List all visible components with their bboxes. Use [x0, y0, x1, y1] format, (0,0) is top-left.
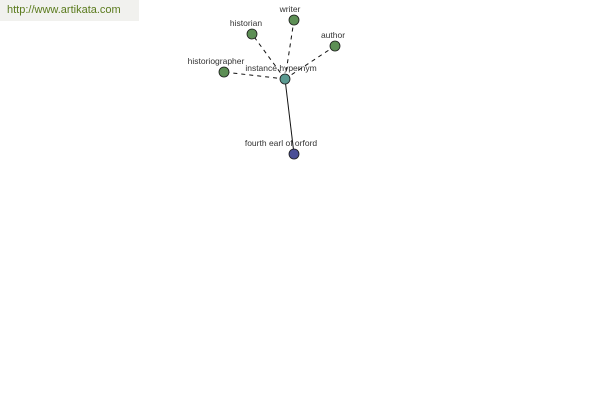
node-historian-label: historian: [230, 18, 262, 28]
node-root-dot[interactable]: [288, 148, 300, 160]
node-author-dot[interactable]: [329, 40, 341, 52]
node-hub-dot[interactable]: [279, 73, 291, 85]
url-banner: http://www.artikata.com: [0, 0, 139, 21]
node-writer-label: writer: [279, 4, 301, 14]
edge-hub-writer: [284, 19, 295, 80]
node-root[interactable]: fourth earl of orford: [245, 138, 318, 160]
node-writer-dot[interactable]: [288, 14, 300, 26]
node-writer[interactable]: writer: [279, 4, 301, 26]
node-hub-label: instance hypernym: [245, 63, 316, 73]
node-author-label: author: [321, 30, 345, 40]
node-historiographer[interactable]: historiographer: [188, 56, 245, 78]
edge-hub-historian: [251, 33, 286, 80]
node-historian[interactable]: historian: [230, 18, 262, 40]
node-historiographer-dot[interactable]: [218, 66, 230, 78]
node-historian-dot[interactable]: [246, 28, 258, 40]
edge-hub-historiographer: [223, 71, 286, 80]
url-link[interactable]: http://www.artikata.com: [7, 4, 121, 16]
node-hub[interactable]: instance hypernym: [245, 63, 317, 85]
node-historiographer-label: historiographer: [188, 56, 245, 66]
edge-hub-author: [284, 45, 336, 80]
edge-hub-root: [284, 78, 295, 155]
node-root-label: fourth earl of orford: [245, 138, 318, 148]
node-author[interactable]: author: [321, 30, 345, 52]
